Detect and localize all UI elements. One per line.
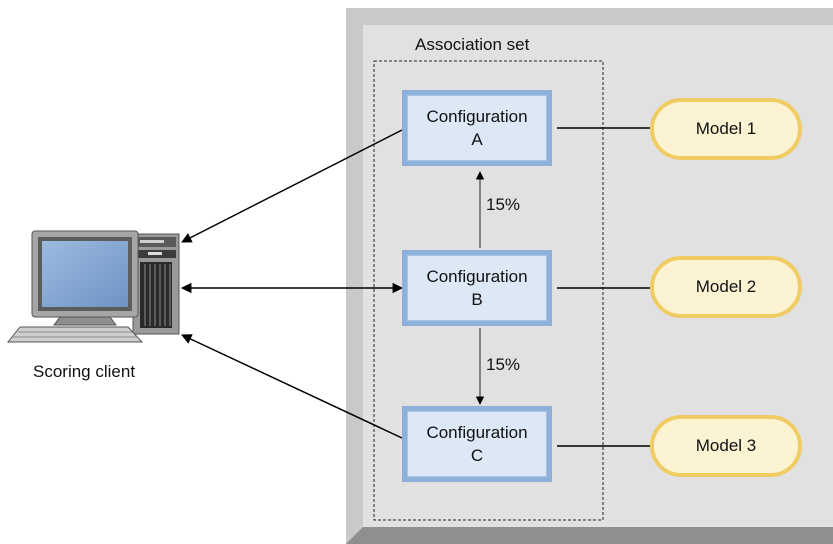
configuration-a-box: Configuration A	[402, 90, 552, 166]
configuration-c-name: Configuration	[426, 423, 528, 442]
scoring-client-label: Scoring client	[33, 362, 136, 381]
split-percent-a: 15%	[486, 195, 521, 214]
split-percent-c: 15%	[486, 355, 521, 374]
desktop-computer-icon	[6, 230, 180, 343]
configuration-b-name: Configuration	[426, 267, 528, 286]
arrow-config-c-to-client	[181, 334, 403, 439]
configuration-c-box: Configuration C	[402, 406, 552, 482]
configuration-c-letter: C	[470, 446, 484, 465]
arrow-config-a-to-client	[181, 129, 403, 243]
model-1-node: Model 1	[650, 98, 802, 160]
configuration-a-name: Configuration	[426, 107, 528, 126]
association-set-title: Association set	[415, 35, 530, 54]
model-3-node: Model 3	[650, 415, 802, 477]
model-2-node: Model 2	[650, 256, 802, 318]
configuration-a-letter: A	[471, 130, 483, 149]
configuration-b-box: Configuration B	[402, 250, 552, 326]
configuration-b-letter: B	[471, 290, 483, 309]
